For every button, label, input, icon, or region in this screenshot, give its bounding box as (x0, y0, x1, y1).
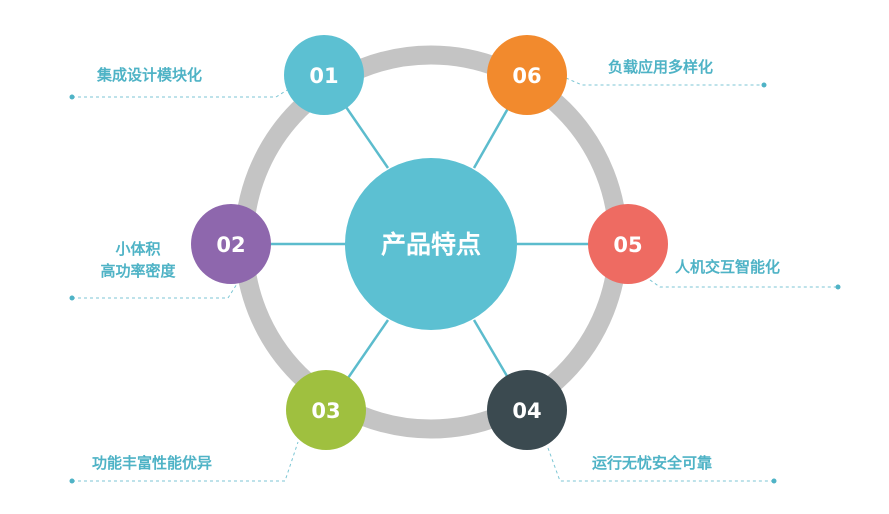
leader-line-06 (565, 77, 764, 86)
node-01-circle (284, 35, 364, 115)
center-circle (345, 158, 517, 330)
node-02-number: 02 (216, 233, 245, 257)
feature-label-02-line1: 小体积 (115, 240, 161, 258)
leader-line-02 (72, 275, 243, 299)
leader-dot-02 (69, 295, 75, 301)
node-03: 03 (286, 370, 366, 450)
feature-label-06: 负载应用多样化 (608, 58, 714, 76)
node-05: 05 (588, 204, 668, 284)
node-04-circle (487, 370, 567, 450)
node-03-number: 03 (311, 399, 340, 423)
feature-label-03: 功能丰富性能优异 (92, 454, 213, 472)
center-label: 产品特点 (381, 230, 481, 259)
leader-dot-06 (761, 82, 767, 88)
node-02-circle (191, 204, 271, 284)
leader-dot-05 (835, 284, 841, 290)
node-04-number: 04 (512, 399, 541, 423)
node-02: 02 (191, 204, 271, 284)
feature-label-02-line2: 高功率密度 (100, 262, 176, 280)
leader-dot-03 (69, 478, 75, 484)
node-01-number: 01 (309, 64, 338, 88)
node-04: 04 (487, 370, 567, 450)
node-05-circle (588, 204, 668, 284)
feature-label-02: 小体积 高功率密度 (80, 238, 196, 282)
node-06-number: 06 (512, 64, 541, 88)
leader-line-03 (72, 441, 299, 482)
node-05-number: 05 (613, 233, 642, 257)
node-06-circle (487, 35, 567, 115)
node-06: 06 (487, 35, 567, 115)
feature-label-05: 人机交互智能化 (675, 258, 781, 276)
leader-dot-01 (69, 94, 75, 100)
leader-line-05 (649, 279, 838, 288)
feature-label-01: 集成设计模块化 (97, 66, 203, 84)
leader-dot-04 (771, 478, 777, 484)
node-01: 01 (284, 35, 364, 115)
feature-label-04: 运行无忧安全可靠 (592, 454, 713, 472)
node-03-circle (286, 370, 366, 450)
